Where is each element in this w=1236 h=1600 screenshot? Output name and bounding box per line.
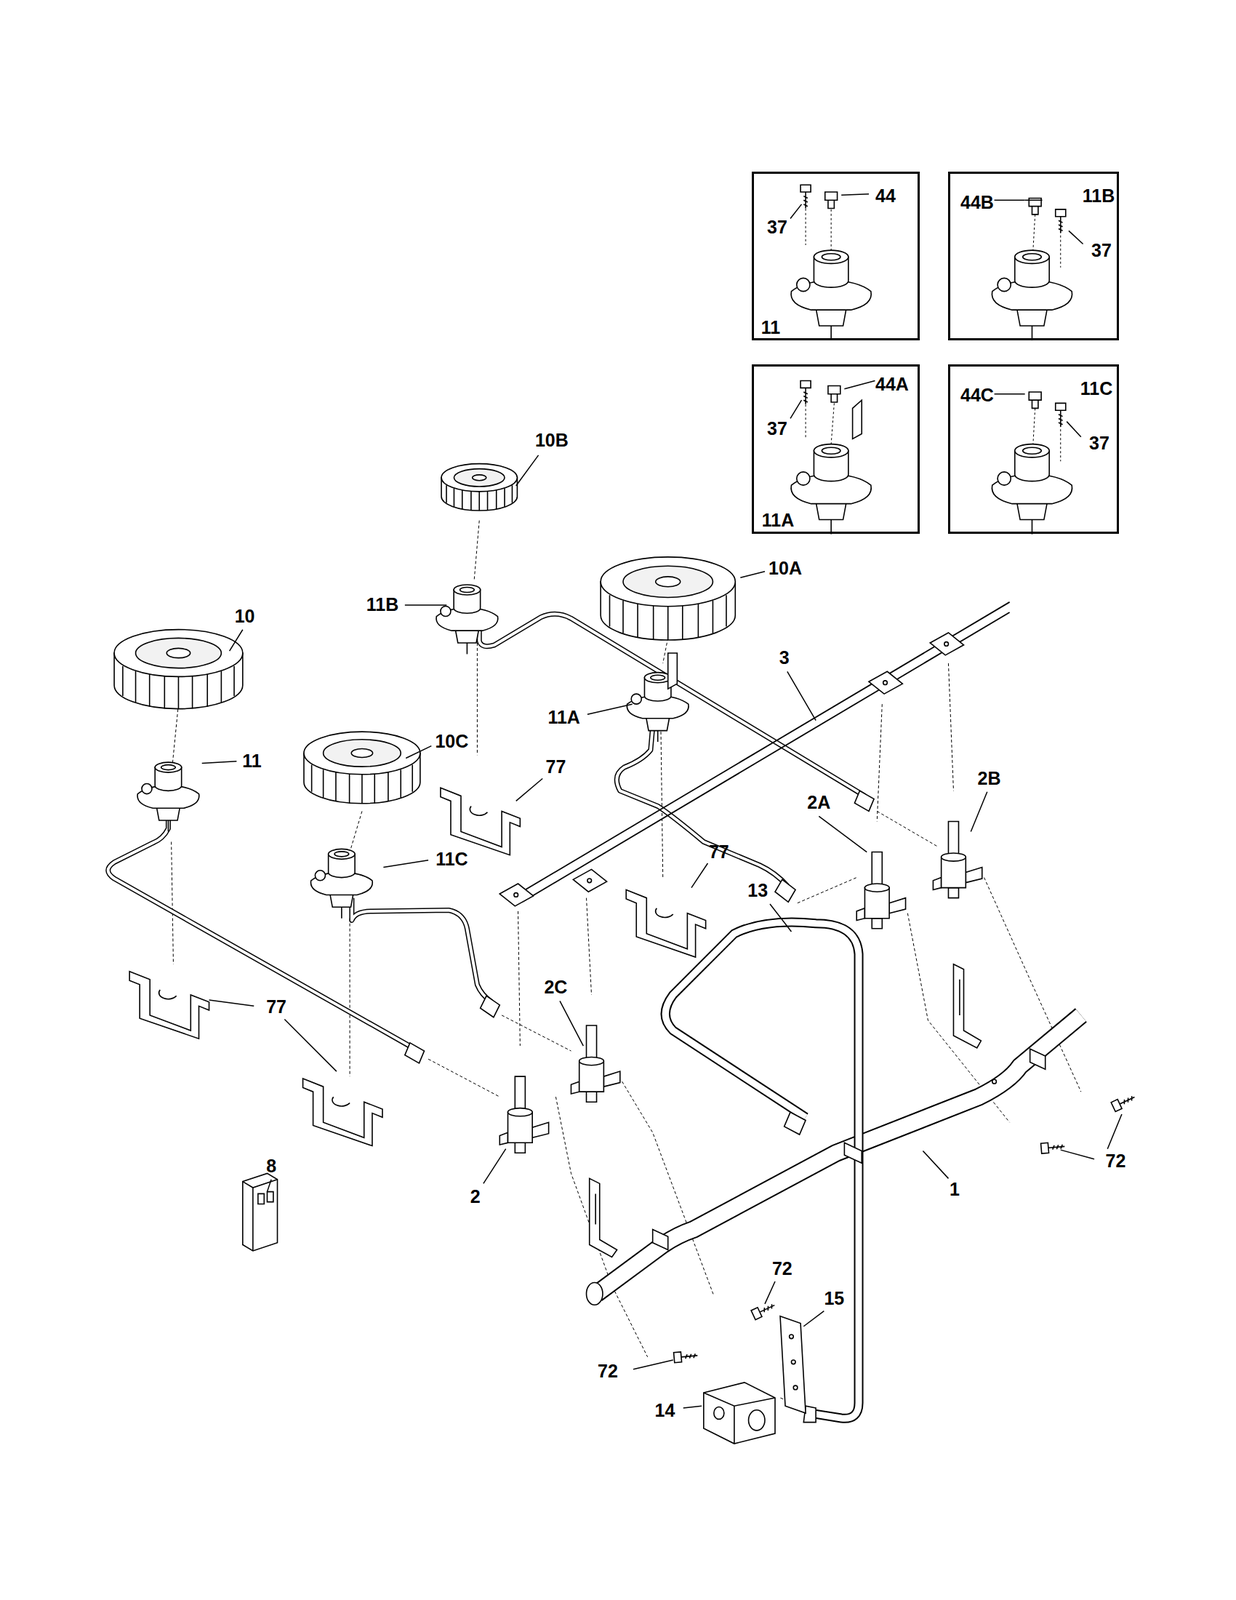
callout-number: 72 [772,1259,793,1278]
callout-number: 10A [768,559,802,578]
callout-number: 44A [875,375,909,394]
callout-number: 2B [977,769,1002,788]
callout-number: 2C [543,977,568,997]
callout-number: 10C [434,732,469,751]
callout-number: 11 [242,751,262,770]
callout-number: 2A [807,793,831,812]
inset-box: 44B 11B 37 [948,171,1119,341]
inset-box: 44A 37 11A [751,364,920,534]
callout-number: 11A [547,708,580,727]
callout-number: 11C [435,849,468,869]
callout-number: 11C [1080,379,1113,398]
callout-number: 44 [875,186,896,206]
callout-number: 44B [960,193,994,212]
callout-number: 2 [470,1187,481,1206]
callout-number: 1 [949,1180,960,1199]
callout-number: 8 [266,1156,277,1175]
callout-number: 77 [546,757,567,776]
callout-number: 13 [747,881,768,900]
callout-number: 37 [1091,241,1112,260]
inset-box: 44 37 11 [751,171,920,341]
callout-number: 11B [1082,186,1115,206]
callout-number: 37 [767,218,788,237]
callout-number: 11B [366,595,399,614]
callout-number: 3 [779,648,790,667]
callout-number: 77 [708,842,730,861]
callout-number: 10 [234,607,256,626]
callout-number: 11A [761,511,794,530]
callout-number: 14 [655,1401,676,1420]
callout-number: 11 [761,318,781,337]
callout-number: 77 [266,997,287,1016]
callout-number: 44C [960,386,994,405]
inset-box: 44C 11C 37 [948,364,1119,534]
callout-number: 10B [535,431,569,450]
callout-number: 37 [1089,434,1110,453]
callout-number: 15 [823,1289,845,1308]
callout-number: 72 [1105,1151,1127,1170]
callout-number: 37 [767,419,788,438]
callout-number: 72 [597,1361,618,1380]
